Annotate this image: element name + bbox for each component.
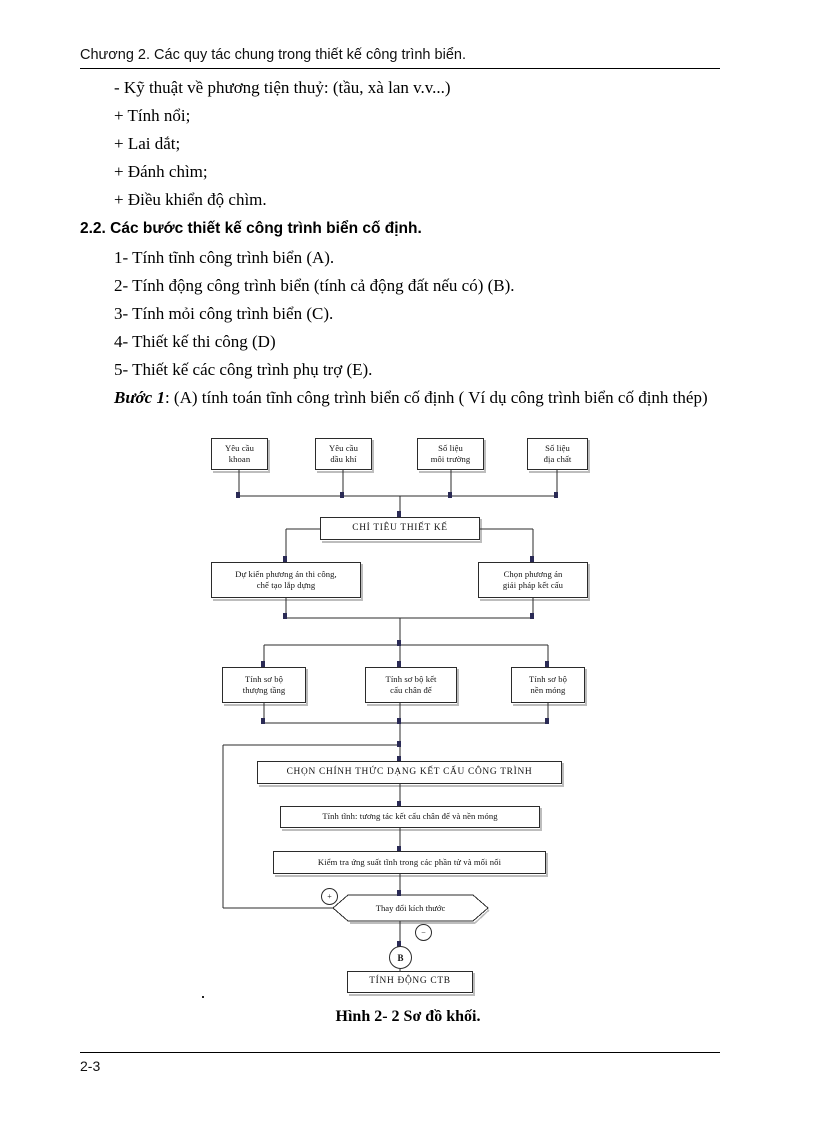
node-tinh-so-bo-thuong-tang-line1: Tính sơ bộ <box>244 673 283 684</box>
connector-b-label: B <box>397 952 404 963</box>
node-yeu-cau-dau-khi: Yêu cầu dầu khí <box>315 438 372 470</box>
node-chi-tieu-thiet-ke-label: CHỈ TIÊU THIẾT KẾ <box>352 522 448 533</box>
node-chon-phuong-an-line2: giải pháp kết cấu <box>502 580 564 590</box>
node-tinh-so-bo-thuong-tang: Tính sơ bộ thượng tầng <box>222 667 306 703</box>
node-so-lieu-dia-chat-line1: Số liệu <box>545 442 570 453</box>
node-yeu-cau-dau-khi-line2: dầu khí <box>330 454 357 464</box>
node-yeu-cau-khoan-line2: khoan <box>228 454 251 464</box>
body-line-1: - Kỹ thuật về phương tiện thuỷ: (tầu, xà… <box>114 78 451 97</box>
node-yeu-cau-khoan: Yêu cầu khoan <box>211 438 268 470</box>
connector-b-icon: B <box>389 946 412 969</box>
node-thay-doi-kich-thuoc-label: Thay đổi kích thước <box>375 903 446 913</box>
node-tinh-so-bo-thuong-tang-line2: thượng tầng <box>242 685 286 695</box>
page-header: Chương 2. Các quy tác chung trong thiết … <box>80 46 720 64</box>
node-du-kien-phuong-an: Dự kiến phương án thi công, chế tạo lắp … <box>211 562 361 598</box>
plus-branch-label: + <box>327 892 332 901</box>
buoc-label: Bước 1 <box>114 388 165 407</box>
step-item-5: 5- Thiết kế các công trình phụ trợ (E). <box>114 360 373 379</box>
node-kiem-tra-ung-suat-label: Kiểm tra ứng suất tĩnh trong các phần tử… <box>317 856 502 867</box>
node-so-lieu-moi-truong-line2: môi trường <box>430 454 471 464</box>
node-du-kien-phuong-an-line1: Dự kiến phương án thi công, <box>235 568 337 579</box>
step-item-4: 4- Thiết kế thi công (D) <box>114 332 276 351</box>
node-tinh-so-bo-ket-cau-chan-de-line1: Tính sơ bộ kết <box>385 673 437 684</box>
node-chon-chinh-thuc-label: CHỌN CHÍNH THỨC DẠNG KẾT CẤU CÔNG TRÌNH <box>286 766 533 777</box>
node-tinh-so-bo-nen-mong-line2: nền móng <box>530 685 566 695</box>
node-so-lieu-dia-chat: Số liệu địa chất <box>527 438 588 470</box>
body-content: - Kỹ thuật về phương tiện thuỷ: (tầu, xà… <box>80 74 730 412</box>
body-line-2: + Tính nổi; <box>114 106 191 125</box>
node-chon-chinh-thuc: CHỌN CHÍNH THỨC DẠNG KẾT CẤU CÔNG TRÌNH <box>257 761 562 784</box>
header-title: Chương 2. Các quy tác chung trong thiết … <box>80 47 466 63</box>
node-yeu-cau-dau-khi-line1: Yêu cầu <box>328 442 359 453</box>
node-so-lieu-moi-truong: Số liệu môi trường <box>417 438 484 470</box>
step-item-1: 1- Tính tĩnh công trình biển (A). <box>114 248 335 267</box>
node-tinh-so-bo-ket-cau-chan-de-line2: cấu chân đế <box>390 685 432 695</box>
node-chi-tieu-thiet-ke: CHỈ TIÊU THIẾT KẾ <box>320 517 480 540</box>
node-tinh-tinh-tuong-tac-label: Tính tĩnh: tương tác kết cấu chân đế và … <box>322 811 498 822</box>
buoc-paragraph: Bước 1: (A) tính toán tĩnh công trình bi… <box>80 384 730 412</box>
footer-divider <box>80 1052 720 1053</box>
page-number: 2-3 <box>80 1058 101 1074</box>
section-heading: 2.2. Các bước thiết kế công trình biển c… <box>80 220 422 237</box>
plus-branch-icon: + <box>321 888 338 905</box>
node-so-lieu-dia-chat-line2: địa chất <box>543 454 572 464</box>
step-item-2: 2- Tính động công trình biển (tính cả độ… <box>114 276 515 295</box>
minus-branch-icon: − <box>415 924 432 941</box>
node-chon-phuong-an: Chọn phương án giải pháp kết cấu <box>478 562 588 598</box>
node-so-lieu-moi-truong-line1: Số liệu <box>438 442 463 453</box>
step-item-3: 3- Tính mỏi công trình biển (C). <box>114 304 334 323</box>
body-line-4: + Đánh chìm; <box>114 162 208 181</box>
stray-dot-mark <box>202 996 204 998</box>
node-chon-phuong-an-line1: Chọn phương án <box>503 568 563 579</box>
node-tinh-so-bo-ket-cau-chan-de: Tính sơ bộ kết cấu chân đế <box>365 667 457 703</box>
node-du-kien-phuong-an-line2: chế tạo lắp dựng <box>256 580 316 590</box>
buoc-text: : (A) tính toán tĩnh công trình biển cố … <box>164 388 708 407</box>
node-tinh-tinh-tuong-tac: Tính tĩnh: tương tác kết cấu chân đế và … <box>280 806 540 828</box>
node-yeu-cau-khoan-line1: Yêu cầu <box>224 442 255 453</box>
minus-branch-label: − <box>421 928 426 937</box>
body-line-3: + Lai dắt; <box>114 134 181 153</box>
node-kiem-tra-ung-suat: Kiểm tra ứng suất tĩnh trong các phần tử… <box>273 851 546 874</box>
node-tinh-dong-ctb-label: TÍNH ĐỘNG CTB <box>369 976 451 987</box>
header-divider <box>80 68 720 69</box>
figure-caption: Hình 2- 2 Sơ đồ khối. <box>335 1008 481 1025</box>
node-tinh-dong-ctb: TÍNH ĐỘNG CTB <box>347 971 473 993</box>
node-tinh-so-bo-nen-mong-line1: Tính sơ bộ <box>528 673 567 684</box>
body-line-5: + Điều khiển độ chìm. <box>114 190 267 209</box>
node-tinh-so-bo-nen-mong: Tính sơ bộ nền móng <box>511 667 585 703</box>
